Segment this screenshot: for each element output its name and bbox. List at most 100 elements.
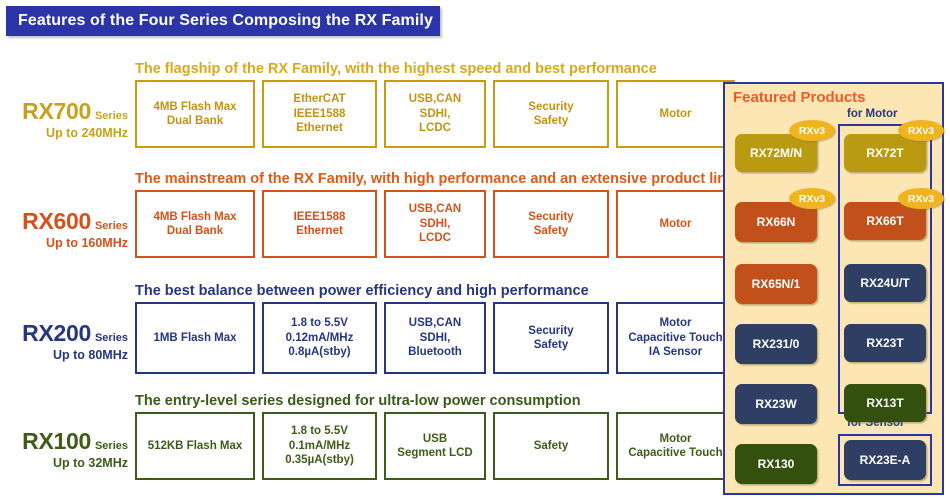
product-chip-label: RX23W	[755, 397, 797, 411]
feature-cell-line: Motor	[659, 107, 692, 120]
feature-cell-line: SDHI,	[419, 217, 451, 230]
feature-cell-text: USB Segment LCD	[397, 432, 472, 461]
feature-cell-line: 512KB Flash Max	[147, 439, 243, 452]
feature-cell: Motor	[616, 190, 735, 258]
series-name: RX700	[22, 98, 91, 124]
feature-cell-text: Safety	[534, 439, 569, 454]
series-tagline: The mainstream of the RX Family, with hi…	[135, 171, 752, 187]
feature-cell-line: Safety	[533, 339, 569, 351]
feature-cell-line: 0.35µA(stby)	[285, 454, 354, 467]
group-label-for-motor: for Motor	[847, 108, 898, 120]
feature-cell-line: Dual Bank	[166, 225, 224, 237]
product-chip-label: RX23E-A	[859, 453, 911, 467]
product-chip-rx66n[interactable]: RX66N	[735, 202, 817, 242]
feature-cell-line: Segment LCD	[397, 447, 473, 459]
rxv3-badge: RXv3	[898, 188, 944, 209]
product-chip-rx24u-t[interactable]: RX24U/T	[844, 264, 926, 302]
product-chip-rx130[interactable]: RX130	[735, 444, 817, 484]
featured-products-panel: Featured Products for Motor for Sensor R…	[723, 82, 944, 495]
series-tagline: The flagship of the RX Family, with the …	[135, 61, 657, 77]
feature-cell-line: LCDC	[419, 232, 451, 245]
product-chip-label: RX72T	[866, 146, 904, 160]
feature-cell: 1MB Flash Max	[135, 302, 255, 374]
rxv3-badge: RXv3	[789, 188, 835, 209]
product-chip-rx231-0[interactable]: RX231/0	[735, 324, 817, 364]
feature-cell-line: SDHI,	[419, 331, 451, 344]
series-word: Series	[94, 440, 128, 452]
featured-products-title: Featured Products	[733, 89, 866, 106]
feature-cell-line: Capacitive Touch	[628, 331, 723, 344]
product-chip-label: RX231/0	[752, 337, 800, 351]
feature-cell-text: 512KB Flash Max	[148, 439, 243, 454]
feature-cell-line: Capacitive Touch	[628, 447, 723, 459]
product-chip-rx23e-a[interactable]: RX23E-A	[844, 440, 926, 480]
feature-cell-line: 1.8 to 5.5V	[291, 317, 348, 330]
series-name: RX100	[22, 428, 91, 454]
feature-cell-line: Ethernet	[296, 122, 343, 135]
series-name: RX200	[22, 320, 91, 346]
feature-cell-line: USB	[422, 432, 448, 445]
page-title: Features of the Four Series Composing th…	[18, 12, 433, 29]
feature-cell-line: 4MB Flash Max	[153, 100, 237, 113]
feature-cell-line: Dual Bank	[166, 115, 224, 127]
product-chip-rx13t[interactable]: RX13T	[844, 384, 926, 422]
feature-cell: Safety	[493, 412, 609, 480]
product-chip-rx23w[interactable]: RX23W	[735, 384, 817, 424]
product-chip-rx23t[interactable]: RX23T	[844, 324, 926, 362]
product-chip-rx65n-1[interactable]: RX65N/1	[735, 264, 817, 304]
product-chip-label: RX65N/1	[751, 277, 801, 291]
product-chip-label: RX13T	[866, 396, 904, 410]
feature-cell-line: LCDC	[419, 122, 451, 135]
product-chip-label: RX66T	[866, 214, 904, 228]
feature-cell-line: IEEE1588	[293, 210, 346, 223]
series-frequency: Up to 160MHz	[46, 236, 128, 250]
series-word: Series	[94, 110, 128, 122]
feature-cell-line: Ethernet	[296, 225, 343, 237]
feature-cell-line: IA Sensor	[648, 346, 703, 359]
feature-cell-line: SDHI,	[419, 107, 451, 120]
feature-cell-line: Motor	[659, 432, 692, 445]
feature-cell-line: Security	[528, 324, 574, 337]
feature-cell-line: Safety	[533, 115, 569, 127]
feature-cell-text: Motor	[660, 217, 692, 232]
product-chip-label: RX23T	[866, 336, 904, 350]
group-box-for-sensor	[838, 434, 932, 486]
feature-cell-line: 0.1mA/MHz	[288, 439, 351, 452]
feature-cell-line: Safety	[533, 439, 569, 452]
feature-cell: Motor	[616, 80, 735, 148]
feature-cell-line: USB,CAN	[408, 93, 462, 106]
product-chip-label: RX24U/T	[860, 276, 910, 290]
feature-cell-line: Security	[528, 100, 574, 113]
feature-cell-line: 0.8µA(stby)	[288, 346, 351, 359]
series-tagline: The entry-level series designed for ultr…	[135, 393, 581, 409]
feature-cell-text: Motor	[660, 107, 692, 122]
feature-cell-line: 1MB Flash Max	[153, 331, 237, 344]
product-chip-label: RX130	[757, 457, 795, 471]
feature-cell-line: 4MB Flash Max	[153, 210, 237, 223]
series-frequency: Up to 240MHz	[46, 126, 128, 140]
